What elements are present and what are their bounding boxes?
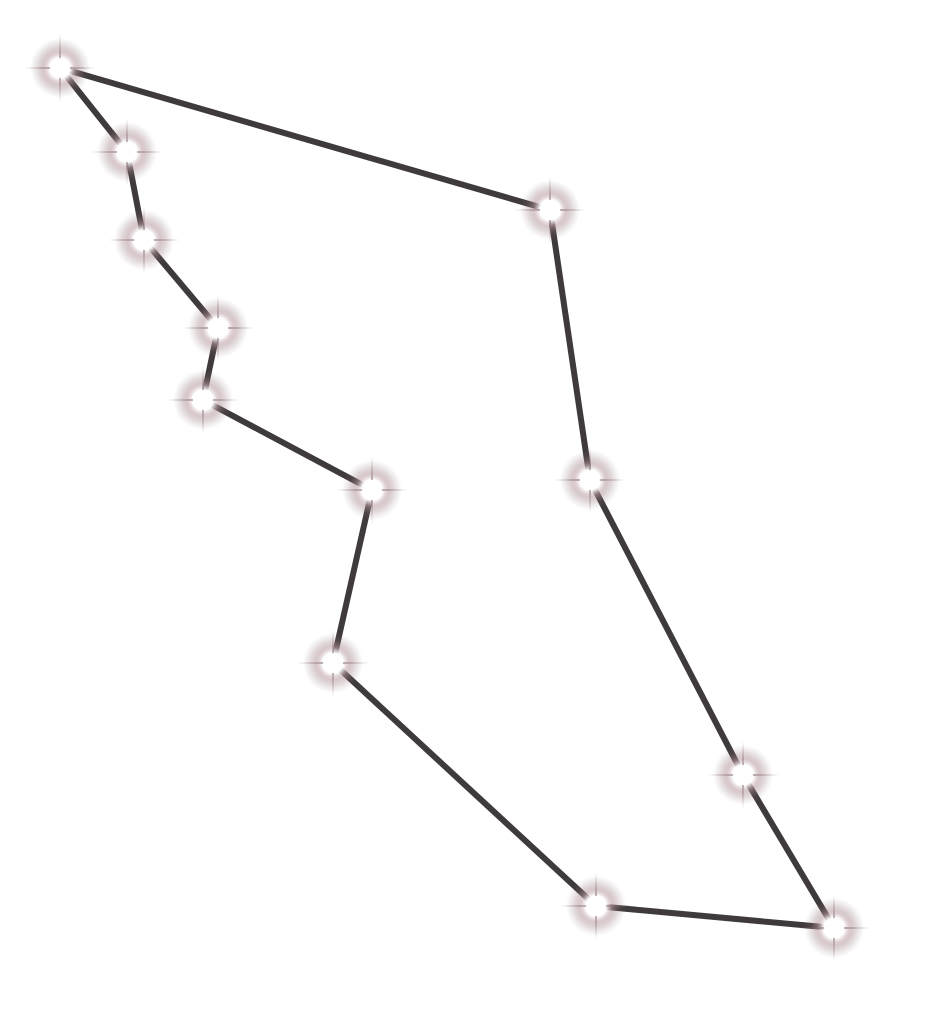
connection-line-7 xyxy=(338,668,591,901)
connection-line-8 xyxy=(604,904,826,930)
connection-line-9 xyxy=(746,782,831,921)
star-icon xyxy=(91,118,163,186)
connection-line-5 xyxy=(210,402,365,488)
star-icon xyxy=(707,741,779,809)
star-icon xyxy=(514,176,586,244)
star-points xyxy=(24,34,870,962)
connection-line-6 xyxy=(332,498,373,655)
star-icon xyxy=(554,446,626,514)
star-icon xyxy=(24,34,96,102)
connection-line-11 xyxy=(548,218,592,472)
star-icon xyxy=(167,366,239,434)
star-icon xyxy=(560,872,632,940)
star-icon xyxy=(336,456,408,524)
star-icon xyxy=(297,629,369,697)
connection-line-12 xyxy=(68,68,542,210)
star-icon xyxy=(182,294,254,362)
connection-line-10 xyxy=(592,487,741,768)
star-icon xyxy=(798,894,870,962)
connection-lines xyxy=(64,68,831,930)
star-icon xyxy=(108,206,180,274)
